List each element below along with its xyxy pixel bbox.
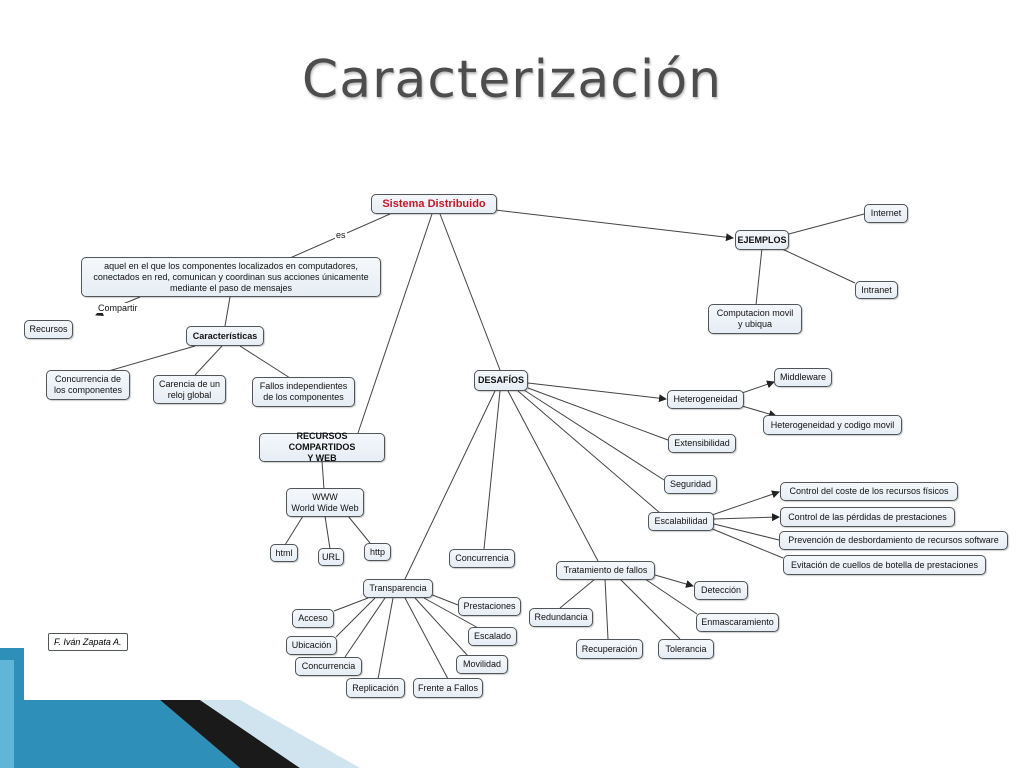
node-enmascaramiento[interactable]: Enmascaramiento	[696, 613, 779, 632]
node-desafios[interactable]: DESAFÍOS	[474, 370, 528, 391]
node-recursos-compartidos-web[interactable]: RECURSOS COMPARTIDOS Y WEB	[259, 431, 385, 463]
link-escal-coste	[711, 490, 780, 516]
link-trat-tolerancia	[619, 578, 681, 640]
node-http[interactable]: http	[364, 543, 391, 561]
link-desafios-tratamiento	[507, 390, 599, 562]
link-hetero-movil	[741, 405, 777, 418]
link-escal-prevencion	[713, 523, 780, 541]
node-internet[interactable]: Internet	[864, 204, 908, 223]
node-replicacion[interactable]: Replicación	[346, 678, 405, 698]
link-desafios-escal	[517, 390, 661, 514]
node-heterogeneidad[interactable]: Heterogeneidad	[667, 390, 744, 409]
link-carac-concurrencia	[104, 345, 196, 373]
node-html[interactable]: html	[270, 544, 298, 562]
node-concurrencia[interactable]: Concurrencia	[449, 549, 515, 568]
node-acceso[interactable]: Acceso	[292, 609, 334, 628]
link-escal-perdidas	[713, 513, 780, 522]
link-trans-movilidad	[414, 597, 469, 657]
link-trans-ubicacion	[335, 597, 376, 638]
node-control-perdidas[interactable]: Control de las pérdidas de prestaciones	[780, 507, 955, 527]
link-trat-deteccion	[654, 574, 694, 588]
link-trans-frente	[404, 597, 449, 680]
node-fallos-independientes[interactable]: Fallos independientes de los componentes	[252, 377, 355, 407]
node-ubicacion[interactable]: Ubicación	[286, 636, 337, 655]
node-escalado[interactable]: Escalado	[468, 627, 517, 646]
link-ejemplos-internet	[784, 213, 865, 236]
blue-corner-shape	[0, 648, 240, 768]
node-recursos[interactable]: Recursos	[24, 320, 73, 339]
link-trat-redundancia	[559, 578, 596, 609]
node-tolerancia[interactable]: Tolerancia	[658, 639, 714, 659]
link-root-desafios	[439, 213, 501, 371]
node-url[interactable]: URL	[318, 548, 344, 566]
node-evitacion-cuellos[interactable]: Evitación de cuellos de botella de prest…	[783, 555, 986, 575]
link-carac-reloj	[194, 345, 223, 376]
node-transparencia[interactable]: Transparencia	[363, 579, 433, 598]
link-trans-concurrencia	[344, 597, 386, 658]
link-root-ejemplos	[494, 209, 734, 242]
link-www-html	[284, 515, 304, 546]
light-blue-strip	[0, 660, 14, 768]
link-desafios-seguridad	[523, 389, 665, 481]
node-frente-fallos[interactable]: Frente a Fallos	[413, 678, 483, 698]
link-recursos-www	[321, 460, 325, 490]
node-deteccion[interactable]: Detección	[694, 581, 748, 600]
node-intranet[interactable]: Intranet	[855, 281, 898, 299]
node-sistema-distribuido[interactable]: Sistema Distribuido	[371, 194, 497, 214]
node-ejemplos[interactable]: EJEMPLOS	[735, 230, 789, 250]
node-www[interactable]: WWW World Wide Web	[286, 488, 364, 517]
link-trans-prestaciones	[429, 593, 459, 606]
node-tratamiento-fallos[interactable]: Tratamiento de fallos	[556, 561, 655, 580]
node-seguridad[interactable]: Seguridad	[664, 475, 717, 494]
link-label-compartir: Compartir	[97, 303, 139, 313]
link-root-recursos-web	[357, 213, 433, 434]
link-trat-recuperacion	[604, 578, 609, 640]
link-www-url	[324, 515, 331, 550]
node-heterogeneidad-codigo-movil[interactable]: Heterogeneidad y codigo movil	[763, 415, 902, 435]
node-redundancia[interactable]: Redundancia	[529, 608, 593, 627]
link-ejemplos-intranet	[779, 247, 856, 284]
node-prestaciones[interactable]: Prestaciones	[458, 597, 521, 616]
link-escal-evitacion	[709, 527, 784, 559]
link-carac-fallos	[239, 345, 291, 379]
node-computacion-movil[interactable]: Computacion movil y ubiqua	[708, 304, 802, 334]
link-trans-replicacion	[377, 597, 394, 680]
node-middleware[interactable]: Middleware	[774, 368, 832, 387]
node-escalabilidad[interactable]: Escalabilidad	[648, 512, 714, 531]
node-recuperacion[interactable]: Recuperación	[576, 639, 643, 659]
link-hetero-middleware	[741, 380, 775, 394]
link-desafios-extens	[527, 387, 669, 441]
node-definition[interactable]: aquel en el que los componentes localiza…	[81, 257, 381, 297]
link-label-es: es	[335, 230, 347, 240]
node-control-coste[interactable]: Control del coste de los recursos físico…	[780, 482, 958, 501]
link-desafios-hetero	[527, 382, 667, 403]
link-trans-acceso	[333, 597, 369, 612]
node-concurrencia-transparencia[interactable]: Concurrencia	[295, 657, 362, 676]
dark-chevron-shape	[160, 700, 300, 768]
node-prevencion-desbordamiento[interactable]: Prevención de desbordamiento de recursos…	[779, 531, 1008, 550]
link-ejemplos-movil	[755, 247, 763, 306]
node-movilidad[interactable]: Movilidad	[456, 655, 508, 674]
link-trat-enmasc	[644, 578, 698, 615]
link-trans-escalado	[423, 597, 481, 630]
link-www-http	[347, 515, 371, 544]
pale-chevron-shape	[200, 700, 360, 768]
author-credit: F. Iván Zapata A.	[48, 633, 128, 651]
link-definition-caracteristicas	[224, 296, 231, 327]
slide-title: Caracterización	[301, 50, 723, 110]
link-desafios-concurrencia	[483, 390, 501, 550]
node-caracteristicas[interactable]: Características	[186, 326, 264, 346]
link-desafios-transparencia	[404, 390, 496, 580]
node-extensibilidad[interactable]: Extensibilidad	[668, 434, 736, 453]
node-concurrencia-componentes[interactable]: Concurrencia de los componentes	[46, 370, 130, 400]
node-carencia-reloj[interactable]: Carencia de un reloj global	[153, 375, 226, 404]
